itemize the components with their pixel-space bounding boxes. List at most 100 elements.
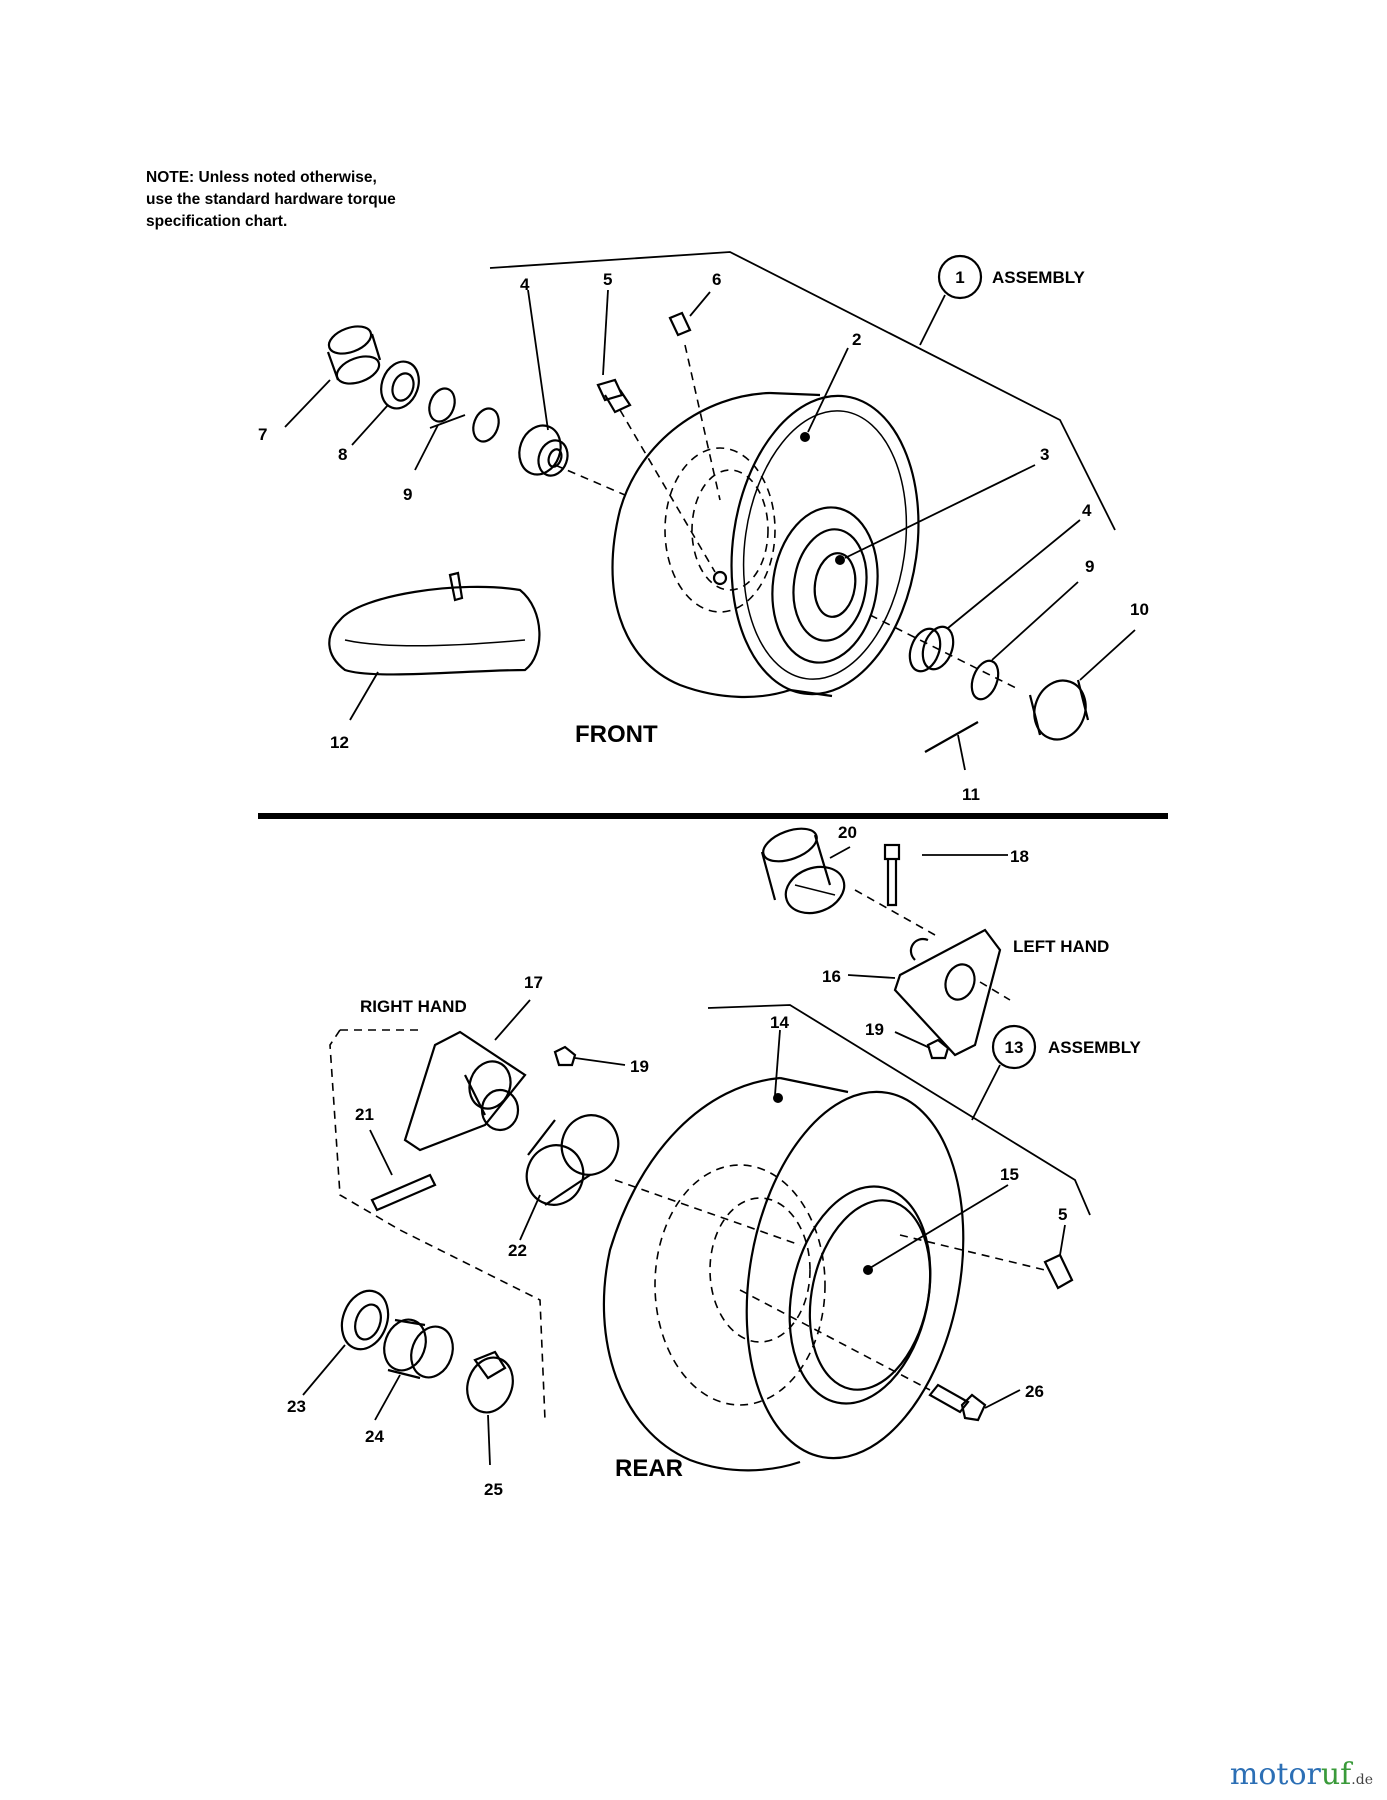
front-valve-hole [712,570,728,586]
part-5-valve-stem-b [1043,1253,1074,1290]
part-label-19b: 19 [630,1057,649,1076]
part-label-15: 15 [1000,1165,1019,1184]
assembly-1-number: 1 [955,268,964,287]
rear-tire-dot [773,1093,783,1103]
leader-4b [947,519,1081,629]
leader-19b [574,1057,626,1066]
front-fitting-line [684,344,721,501]
part-11-cotter-pin [924,721,979,753]
leader-15 [869,1184,1009,1269]
leader-assembly-rear [971,1064,1001,1121]
watermark-part-3: .de [1351,1772,1373,1788]
part-label-26: 26 [1025,1382,1044,1401]
assembly-1-label: ASSEMBLY [992,268,1086,287]
part-label-16: 16 [822,967,841,986]
rear-assembly-bracket [707,1004,1091,1216]
leader-16 [847,974,896,979]
part-label-18: 18 [1010,847,1029,866]
right-flange-bracket [329,1029,546,1421]
part-20-bushing [760,827,846,915]
left-flange-line [854,889,936,936]
part-21-bolt [370,1173,437,1212]
leader-10 [1079,629,1136,681]
leader-5b [1059,1224,1066,1256]
rear-hub [788,1185,932,1405]
rear-section-label: REAR [615,1455,683,1482]
part-9-washer-a [428,387,456,423]
leader-20 [829,846,851,859]
part-label-10: 10 [1130,600,1149,619]
leader-9a-v [414,424,439,471]
assembly-13-number: 13 [1005,1038,1024,1057]
front-tire [611,391,920,699]
part-label-4a: 4 [520,275,530,294]
part-16-left-flange [893,928,1002,1057]
part-label-25: 25 [484,1480,503,1499]
leader-7 [284,379,331,428]
leader-25 [487,1414,491,1466]
leader-24 [374,1374,401,1421]
front-hub-hidden [691,469,769,591]
leader-4a [527,289,549,431]
note-line-1: NOTE: Unless noted otherwise, [146,169,377,186]
part-label-3: 3 [1040,445,1049,464]
part-18-bolt [883,843,901,907]
leader-11 [957,734,966,771]
part-label-5a: 5 [603,270,612,289]
front-assembly-bracket [489,251,1116,531]
rear-bolt-line [739,1289,931,1391]
front-wheel-group [284,251,1136,771]
part-7-bushing [326,325,382,385]
part-9-washer-c [970,659,1000,701]
note-line-2: use the standard hardware torque [146,191,396,208]
part-label-2: 2 [852,330,861,349]
leader-6 [689,291,711,317]
part-label-9b: 9 [1085,557,1094,576]
watermark-logo: motoruf.de [1230,1757,1373,1792]
part-label-7: 7 [258,425,267,444]
leader-26 [984,1389,1021,1409]
part-label-23: 23 [287,1397,306,1416]
leader-8 [351,404,389,446]
leader-21 [369,1129,393,1176]
part-19-nut-a [926,1038,950,1060]
part-label-9a: 9 [403,485,412,504]
rear-wheel-group [302,827,1091,1472]
leader-9a [429,414,466,429]
part-8-bearing [380,360,420,410]
leader-12 [349,671,379,721]
part-label-21: 21 [355,1105,374,1124]
part-label-8: 8 [338,445,347,464]
part-10-bushing [1028,679,1090,741]
leader-17 [494,999,531,1041]
part-label-14: 14 [770,1013,789,1032]
front-valve-line [619,409,716,573]
part-label-19a: 19 [865,1020,884,1039]
front-rim-hidden [664,447,776,613]
part-label-6: 6 [712,270,721,289]
front-hub [771,506,879,664]
leader-23 [302,1344,346,1396]
part-label-12: 12 [330,733,349,752]
part-17-right-flange [403,1030,527,1152]
leader-19a [894,1031,931,1049]
left-flange-line-2 [979,981,1011,1001]
watermark-part-1: motor [1229,1757,1321,1792]
rear-hub-hidden [709,1197,811,1343]
part-6-fitting [668,311,692,337]
part-4-bearing-a [518,424,569,477]
note-line-3: specification chart. [146,213,288,230]
rear-valve-line [899,1234,1046,1271]
part-9-washer-b [472,407,500,443]
part-label-20: 20 [838,823,857,842]
part-24-bearing [383,1318,454,1380]
leader-3 [844,464,1036,559]
part-22-bushing [525,1114,620,1206]
part-12-inner-tube [328,571,541,676]
part-label-24: 24 [365,1427,384,1446]
part-19-nut-b [553,1045,577,1067]
right-hand-label: RIGHT HAND [360,997,467,1016]
watermark-part-2: uf [1320,1757,1352,1792]
part-5-valve-stem-a [596,378,632,414]
